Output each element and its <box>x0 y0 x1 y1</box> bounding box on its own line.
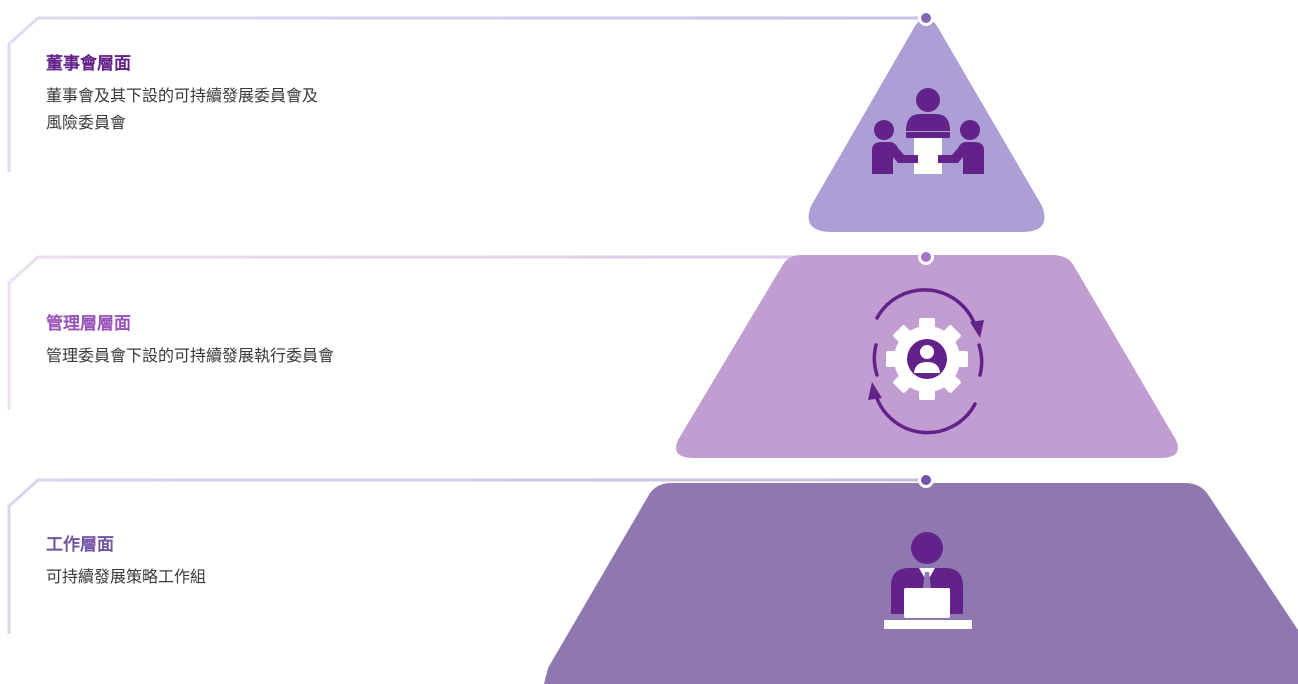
level-title: 工作層面 <box>46 535 114 555</box>
level-description: 管理委員會下設的可持續發展執行委員會 <box>46 342 334 369</box>
level-description: 董事會及其下設的可持續發展委員會及 風險委員會 <box>46 82 318 136</box>
gear-person-cycle-icon <box>868 288 984 435</box>
level-working: 工作層面 可持續發展策略工作組 <box>46 533 206 590</box>
connector-line-management <box>7 255 926 410</box>
person-laptop-icon <box>884 532 972 629</box>
level-title: 董事會層面 <box>46 54 131 74</box>
connector-line-board <box>7 16 926 172</box>
description-line: 董事會及其下設的可持續發展委員會及 <box>46 86 319 105</box>
description-line: 可持續發展策略工作組 <box>46 567 207 586</box>
level-management: 管理層層面 管理委員會下設的可持續發展執行委員會 <box>46 312 334 369</box>
connector-dot-management-inner <box>921 252 931 262</box>
description-line: 風險委員會 <box>46 113 127 132</box>
connector-dot-working-inner <box>921 475 931 485</box>
level-title: 管理層層面 <box>46 314 131 334</box>
connector-line-working <box>7 478 926 634</box>
description-line: 管理委員會下設的可持續發展執行委員會 <box>46 346 335 365</box>
connector-dot-board-inner <box>921 13 931 23</box>
level-description: 可持續發展策略工作組 <box>46 563 206 590</box>
level-board: 董事會層面 董事會及其下設的可持續發展委員會及 風險委員會 <box>46 52 318 136</box>
meeting-icon <box>872 88 984 174</box>
